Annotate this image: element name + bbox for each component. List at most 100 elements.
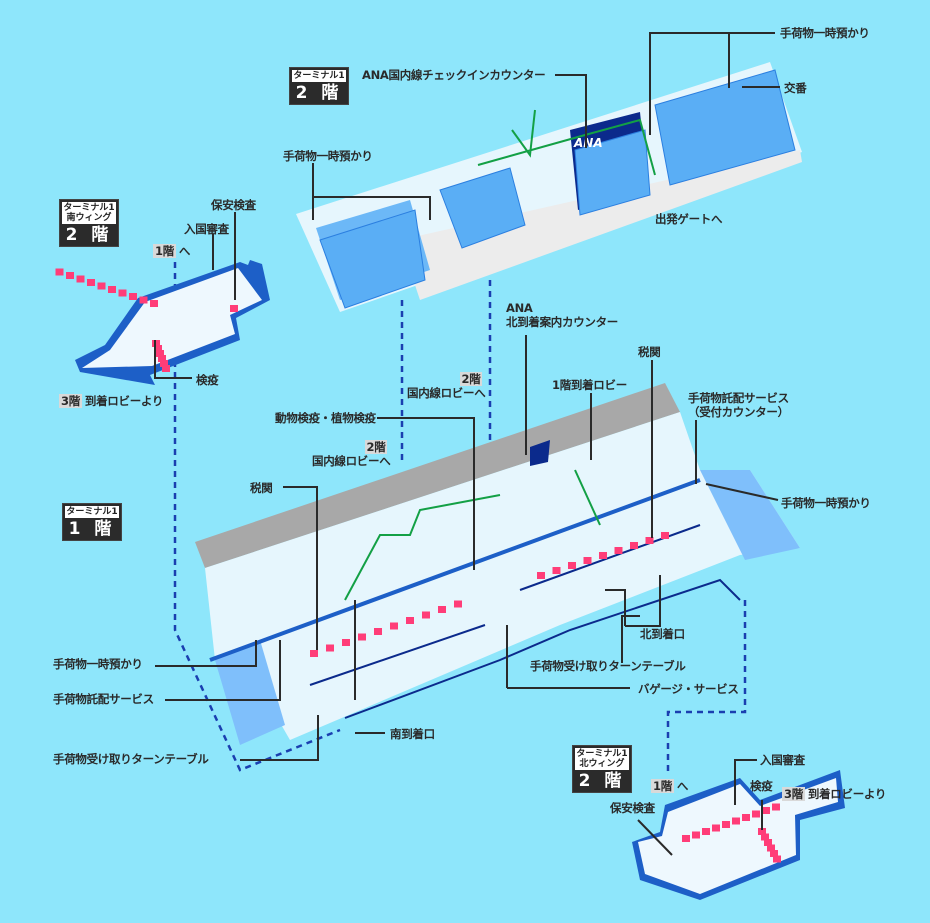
label-arrival-lobby: 1階到着ロビー bbox=[552, 378, 627, 392]
counter-booth bbox=[599, 552, 607, 559]
label-immigration: 入国審査 bbox=[760, 753, 805, 767]
counter-booth bbox=[454, 600, 462, 608]
label-delivery-service: 手荷物託配サービス bbox=[53, 692, 154, 706]
label-text: 国内線ロビーへ bbox=[407, 386, 486, 400]
label-to-departure-gate: 出発ゲートへ bbox=[655, 212, 723, 226]
inspection-counters bbox=[55, 268, 781, 863]
label-animal-plant-quarantine: 動物検疫・植物検疫 bbox=[275, 411, 376, 425]
counter-booth bbox=[767, 844, 775, 852]
counter-booth bbox=[374, 628, 382, 635]
label-immigration: 入国審査 bbox=[184, 222, 229, 236]
counter-booth bbox=[66, 272, 74, 279]
label-line: 北到着案内カウンター bbox=[506, 315, 618, 329]
counter-booth bbox=[310, 650, 318, 657]
floor-tag: 1階 bbox=[153, 244, 176, 258]
counter-booth bbox=[692, 831, 700, 839]
badge-t1-1f: ターミナル1 1 階 bbox=[62, 503, 122, 541]
badge-floor: 2 階 bbox=[65, 225, 113, 245]
counter-booth bbox=[406, 617, 414, 624]
counter-booth bbox=[761, 833, 769, 841]
counter-booth bbox=[108, 286, 116, 293]
counter-booth bbox=[758, 828, 766, 835]
south-wing-2f-floor bbox=[75, 260, 270, 385]
counter-booth bbox=[773, 855, 781, 863]
label-security: 保安検査 bbox=[211, 198, 256, 212]
north-connector bbox=[666, 600, 747, 772]
floor-tag: 3階 bbox=[782, 787, 805, 801]
counter-booth bbox=[722, 821, 730, 828]
label-baggage-service: バゲージ・サービス bbox=[638, 682, 739, 696]
counter-booth bbox=[742, 814, 750, 821]
label-to-2f-domestic: 2階国内線ロビーへ bbox=[407, 372, 486, 400]
counter-booth bbox=[97, 282, 106, 290]
label-baggage-storage: 手荷物一時預かり bbox=[53, 657, 143, 671]
counter-booth bbox=[770, 850, 778, 857]
counter-booth bbox=[342, 639, 350, 646]
floor-tag: 1階 bbox=[651, 779, 674, 793]
badge-terminal-text: ターミナル1 bbox=[576, 749, 628, 759]
counter-booth bbox=[160, 360, 168, 367]
counter-booth bbox=[76, 275, 85, 283]
north-wing-2f-floor bbox=[632, 770, 845, 900]
badge-terminal: ターミナル1 bbox=[292, 70, 346, 82]
t1-2f-floor: ANA bbox=[296, 62, 802, 312]
ana-logo: ANA bbox=[573, 136, 603, 150]
label-text: 国内線ロビーへ bbox=[312, 454, 391, 468]
label-text: へ bbox=[178, 244, 191, 258]
label-line: （受付カウンター） bbox=[688, 405, 789, 419]
counter-booth bbox=[732, 817, 740, 825]
counter-booth bbox=[438, 606, 446, 613]
counter-booth bbox=[154, 345, 162, 352]
label-from-3f-arrival: 3階到着ロビーより bbox=[59, 394, 163, 408]
label-customs: 税関 bbox=[638, 345, 661, 359]
counter-booth bbox=[762, 807, 770, 814]
label-text: へ bbox=[676, 779, 689, 793]
counter-booth bbox=[230, 305, 238, 312]
label-from-3f-arrival: 3階到着ロビーより bbox=[782, 787, 886, 801]
counter-booth bbox=[129, 293, 137, 300]
label-baggage-storage: 手荷物一時預かり bbox=[781, 496, 871, 510]
counter-booth bbox=[390, 622, 398, 630]
counter-booth bbox=[358, 633, 366, 641]
label-north-exit: 北到着口 bbox=[640, 627, 685, 641]
floor-tag: 3階 bbox=[59, 394, 82, 408]
counter-booth bbox=[661, 532, 669, 539]
label-police-box: 交番 bbox=[784, 81, 807, 95]
counter-booth bbox=[162, 365, 170, 372]
label-turntable: 手荷物受け取りターンテーブル bbox=[53, 752, 209, 766]
label-text: 到着ロビーより bbox=[84, 394, 164, 408]
label-baggage-storage: 手荷物一時預かり bbox=[283, 149, 373, 163]
counter-booth bbox=[150, 300, 158, 307]
counter-booth bbox=[702, 828, 710, 835]
label-to-1f: 1階へ bbox=[651, 779, 688, 793]
counter-booth bbox=[682, 835, 690, 842]
counter-booth bbox=[139, 296, 148, 304]
floor-tag: 2階 bbox=[364, 440, 388, 454]
leader-lines bbox=[154, 32, 780, 856]
label-to-1f: 1階へ bbox=[153, 244, 190, 258]
badge-wing-text: 北ウィング bbox=[579, 759, 625, 769]
badge-terminal: ターミナル1 bbox=[65, 506, 119, 518]
badge-floor: 2 階 bbox=[578, 771, 626, 791]
label-ana-checkin: ANA国内線チェックインカウンター bbox=[362, 68, 546, 82]
label-quarantine: 検疫 bbox=[750, 779, 773, 793]
counter-booth bbox=[712, 824, 720, 832]
counter-booth bbox=[422, 611, 430, 619]
counter-booth bbox=[752, 810, 760, 818]
counter-booth bbox=[645, 537, 654, 544]
counter-booth bbox=[772, 803, 780, 811]
counter-booth bbox=[156, 350, 164, 357]
counter-booth bbox=[764, 839, 772, 846]
counter-booth bbox=[537, 572, 545, 579]
label-south-exit: 南到着口 bbox=[390, 727, 435, 741]
counter-booth bbox=[614, 547, 623, 554]
label-line: ANA bbox=[506, 301, 533, 315]
badge-floor: 2 階 bbox=[295, 83, 343, 103]
counter-booth bbox=[158, 355, 166, 362]
